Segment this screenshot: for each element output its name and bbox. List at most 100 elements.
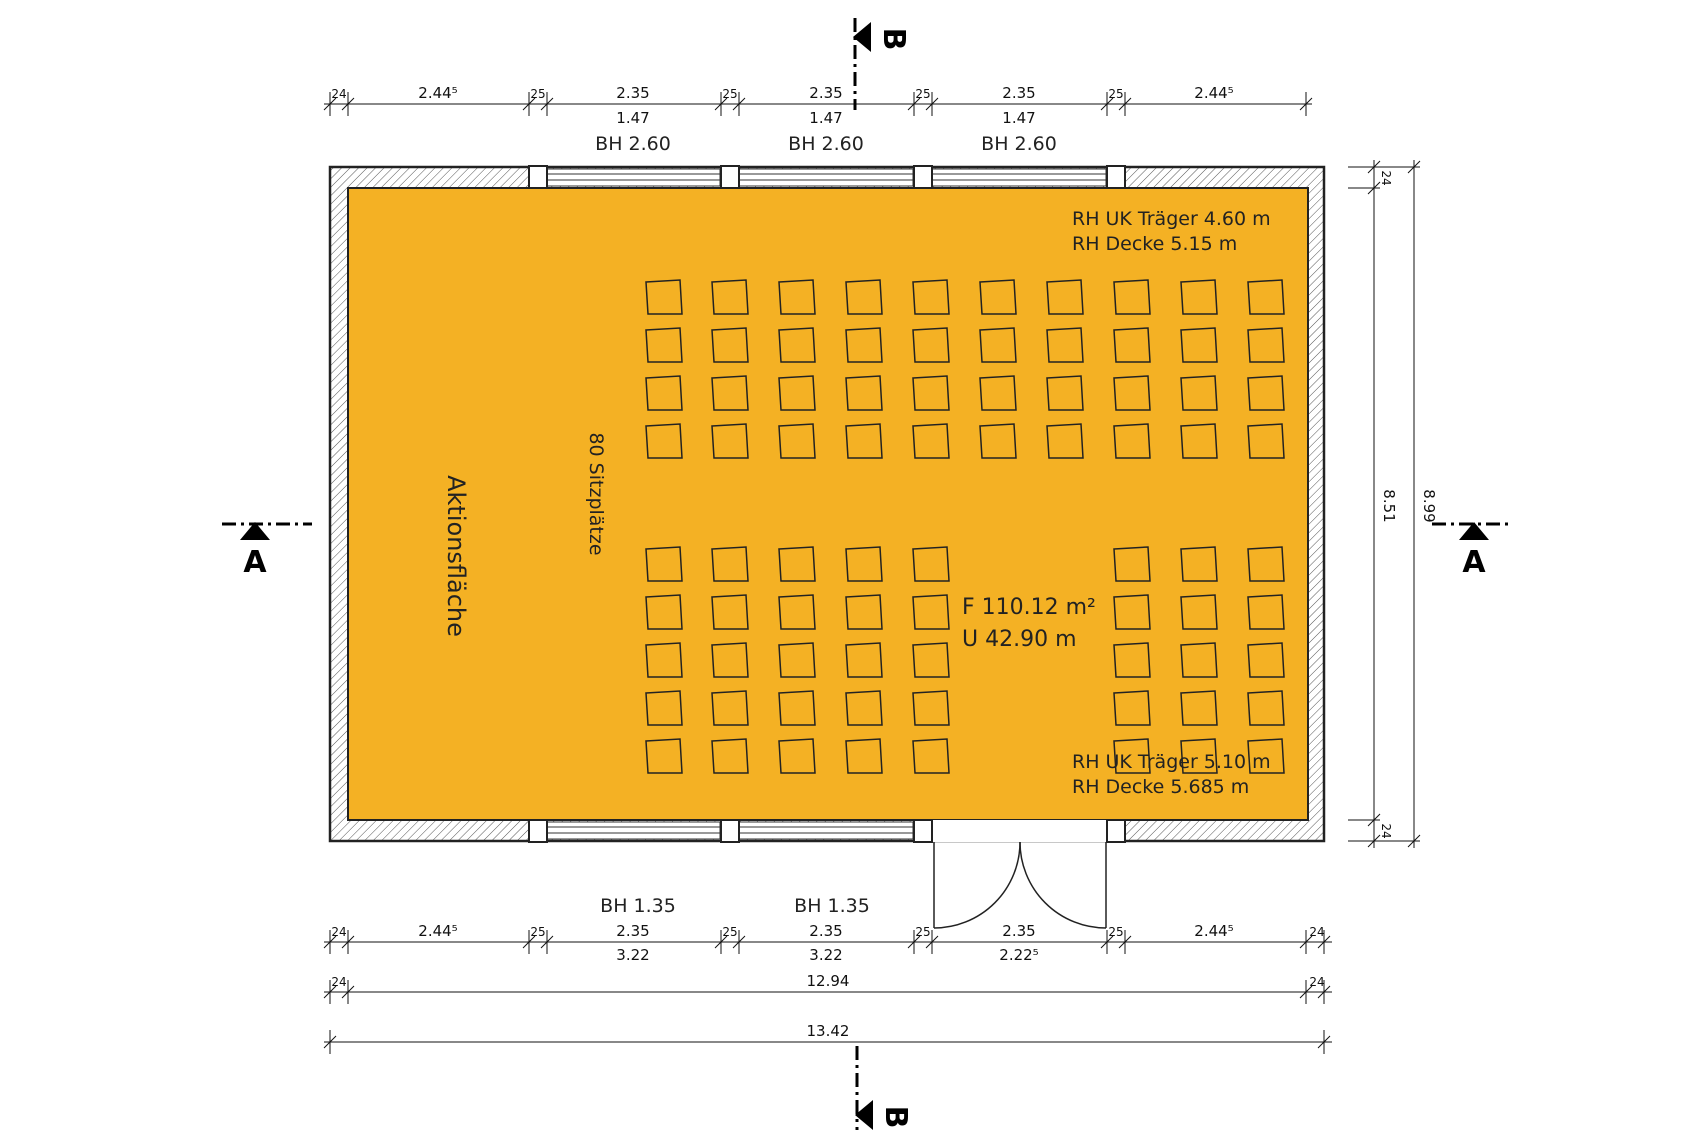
seat-icon <box>645 279 683 315</box>
sill-bottom-2: BH 1.35 <box>794 895 870 917</box>
svg-text:25: 25 <box>1108 87 1123 101</box>
seat-icon <box>1180 690 1218 726</box>
bottom-pillar-2 <box>720 819 740 843</box>
seat-icon <box>1180 279 1218 315</box>
seat-icon <box>1113 594 1151 630</box>
seat-icon <box>1180 642 1218 678</box>
seat-icon <box>1180 423 1218 459</box>
svg-text:3.22: 3.22 <box>616 946 649 964</box>
section-marker-b-bottom: B <box>855 1046 913 1130</box>
svg-text:B: B <box>878 1106 913 1129</box>
svg-text:13.42: 13.42 <box>807 1022 850 1040</box>
seat-icon <box>1180 594 1218 630</box>
seat-icon <box>778 423 816 459</box>
top-window-2 <box>738 168 914 187</box>
seat-icon <box>778 327 816 363</box>
seat-icon <box>845 642 883 678</box>
seat-icon <box>845 738 883 774</box>
door-opening <box>932 820 1107 842</box>
seat-icon <box>1180 738 1218 774</box>
seat-icon <box>778 279 816 315</box>
seat-icon <box>912 423 950 459</box>
seat-icon <box>1046 279 1084 315</box>
seat-icon <box>1247 327 1285 363</box>
svg-text:1.47: 1.47 <box>616 109 649 127</box>
svg-text:25: 25 <box>1108 925 1123 939</box>
top-windows <box>528 165 1126 189</box>
svg-text:2.35: 2.35 <box>809 922 842 940</box>
top-pillar-3 <box>913 165 933 189</box>
seat-icon <box>1113 546 1151 582</box>
height-top-2: RH Decke 5.15 m <box>1072 233 1237 255</box>
seat-icon <box>778 546 816 582</box>
seat-icon <box>1180 375 1218 411</box>
svg-text:3.22: 3.22 <box>809 946 842 964</box>
svg-text:8.51: 8.51 <box>1380 489 1398 522</box>
bottom-dimension-labels: 24 2.44⁵ 25 2.35 25 2.35 25 2.35 25 2.44… <box>331 922 1324 1040</box>
seat-icon <box>845 690 883 726</box>
svg-text:2.22⁵: 2.22⁵ <box>999 946 1038 964</box>
seat-count-label: 80 Sitzplätze <box>585 432 607 555</box>
top-pillar-4 <box>1106 165 1126 189</box>
seat-icon <box>711 327 749 363</box>
svg-text:25: 25 <box>915 925 930 939</box>
seat-icon <box>845 546 883 582</box>
seat-icon <box>845 327 883 363</box>
height-bottom-2: RH Decke 5.685 m <box>1072 776 1249 798</box>
seat-icon <box>845 375 883 411</box>
bottom-dimension-lines <box>323 930 1332 1054</box>
height-bottom-1: RH UK Träger 5.10 m <box>1072 751 1271 773</box>
svg-text:8.99: 8.99 <box>1420 489 1438 522</box>
seat-icon <box>845 423 883 459</box>
seat-icon <box>711 423 749 459</box>
svg-text:24: 24 <box>1379 170 1393 185</box>
section-arrow-icon <box>855 1100 873 1130</box>
svg-text:2.44⁵: 2.44⁵ <box>1194 84 1233 102</box>
section-arrow-icon <box>1459 522 1489 540</box>
svg-text:12.94: 12.94 <box>807 972 850 990</box>
seat-icon <box>845 279 883 315</box>
seat-icon <box>711 594 749 630</box>
seat-icon <box>979 375 1017 411</box>
svg-text:2.35: 2.35 <box>809 84 842 102</box>
svg-text:24: 24 <box>1309 925 1324 939</box>
seat-icon <box>711 690 749 726</box>
top-dimension-labels: 24 2.44⁵ 25 2.35 25 2.35 25 2.35 25 2.44… <box>331 84 1233 127</box>
seat-icon <box>778 642 816 678</box>
seat-icon <box>912 642 950 678</box>
svg-text:25: 25 <box>722 87 737 101</box>
seat-icon <box>912 375 950 411</box>
seat-icon <box>711 546 749 582</box>
bottom-window-2 <box>738 821 914 840</box>
seat-icon <box>912 546 950 582</box>
seat-icon <box>912 327 950 363</box>
seat-icon <box>912 279 950 315</box>
seat-icon <box>912 690 950 726</box>
seat-icon <box>778 690 816 726</box>
seat-icon <box>1247 423 1285 459</box>
sill-top-1: BH 2.60 <box>595 133 671 155</box>
seat-icon <box>1113 375 1151 411</box>
top-dimension-chain <box>323 92 1313 116</box>
perimeter-label: U 42.90 m <box>962 627 1077 652</box>
seat-icon <box>979 327 1017 363</box>
svg-text:24: 24 <box>1309 975 1324 989</box>
svg-text:2.35: 2.35 <box>1002 922 1035 940</box>
seat-icon <box>645 327 683 363</box>
seat-icon <box>1247 279 1285 315</box>
svg-text:2.35: 2.35 <box>1002 84 1035 102</box>
seat-icon <box>645 546 683 582</box>
seat-icon <box>1247 375 1285 411</box>
svg-text:1.47: 1.47 <box>1002 109 1035 127</box>
svg-text:A: A <box>243 545 267 580</box>
seat-icon <box>645 690 683 726</box>
svg-text:24: 24 <box>331 925 346 939</box>
bottom-window-1 <box>545 821 721 840</box>
double-door-icon <box>933 841 1107 929</box>
sill-top-3: BH 2.60 <box>981 133 1057 155</box>
seat-icon <box>1113 423 1151 459</box>
seating-layout <box>645 279 1285 774</box>
seat-icon <box>912 594 950 630</box>
right-dimension-lines <box>1348 160 1421 848</box>
section-arrow-icon <box>853 22 871 52</box>
